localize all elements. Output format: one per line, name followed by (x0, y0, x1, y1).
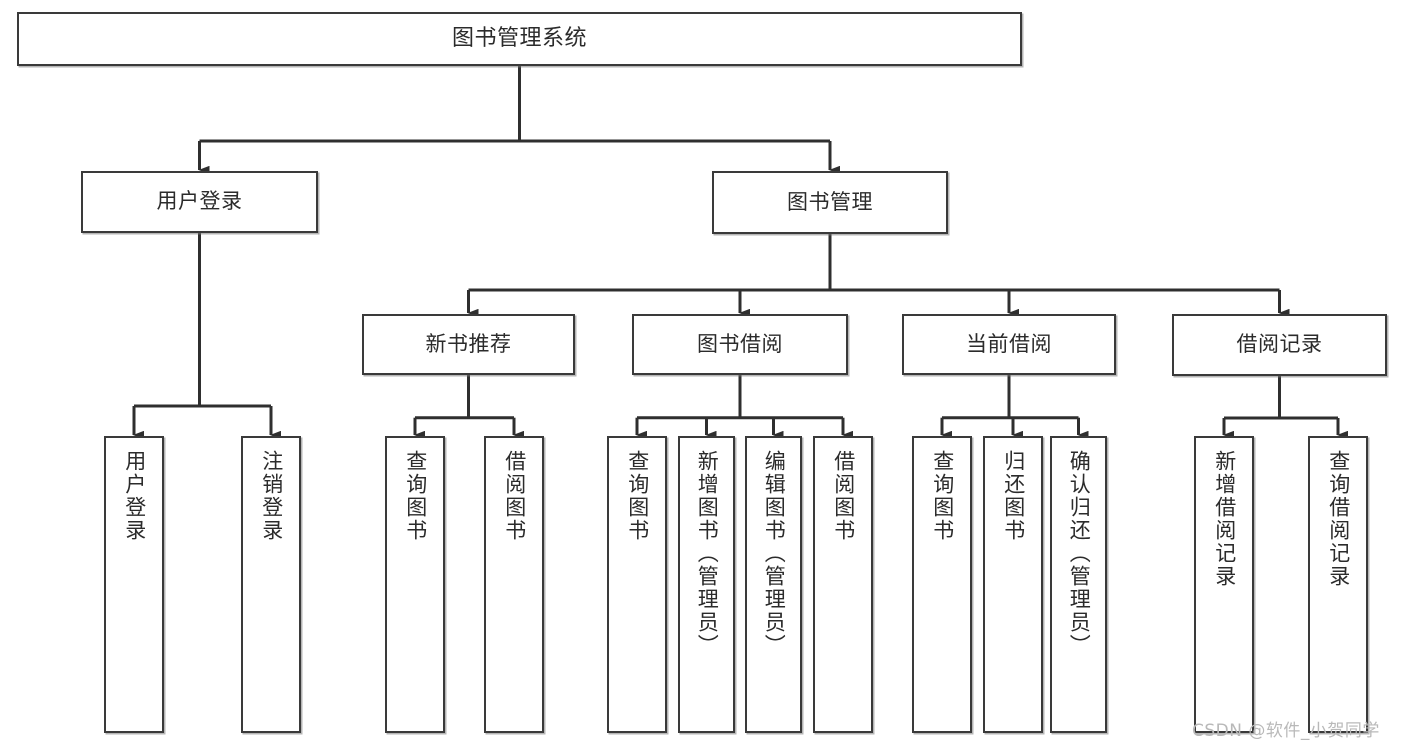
node-label: 查询图书 (625, 450, 650, 542)
node-current[interactable]: 当前借阅 (902, 314, 1116, 375)
connector-paths (132, 66, 1348, 440)
node-label: 借阅图书 (831, 450, 856, 542)
node-label: 借阅记录 (1236, 332, 1323, 357)
node-label: 借阅图书 (502, 450, 527, 542)
node-leaf2[interactable]: 注销登录 (241, 436, 301, 733)
node-leaf7[interactable]: 编辑图书（管理员） (745, 436, 802, 733)
node-leaf13[interactable]: 查询借阅记录 (1308, 436, 1368, 733)
node-label: 归还图书 (1001, 450, 1026, 542)
node-leaf3[interactable]: 查询图书 (385, 436, 445, 733)
node-leaf1[interactable]: 用户登录 (104, 436, 164, 733)
node-leaf8[interactable]: 借阅图书 (813, 436, 873, 733)
csdn-watermark: CSDN @软件_小贺同学 (1192, 721, 1380, 741)
node-label: 注销登录 (259, 450, 284, 542)
node-label: 新增图书（管理员） (695, 450, 720, 657)
node-label: 编辑图书（管理员） (762, 450, 787, 657)
node-bookmgmt[interactable]: 图书管理 (712, 171, 948, 234)
node-label: 查询图书 (403, 450, 428, 542)
node-root[interactable]: 图书管理系统 (17, 12, 1022, 66)
node-label: 确认归还（管理员） (1067, 450, 1092, 657)
node-borrow[interactable]: 图书借阅 (632, 314, 848, 375)
node-records[interactable]: 借阅记录 (1172, 314, 1387, 376)
node-label: 图书借阅 (697, 331, 783, 356)
node-label: 图书管理 (787, 189, 873, 214)
node-label: 查询借阅记录 (1326, 450, 1351, 588)
node-label: 当前借阅 (966, 331, 1052, 356)
node-label: 用户登录 (122, 450, 147, 542)
node-newbook[interactable]: 新书推荐 (362, 314, 575, 375)
node-login[interactable]: 用户登录 (81, 171, 318, 233)
node-label: 新增借阅记录 (1212, 450, 1237, 588)
node-leaf11[interactable]: 确认归还（管理员） (1050, 436, 1107, 733)
node-leaf12[interactable]: 新增借阅记录 (1194, 436, 1254, 733)
node-leaf4[interactable]: 借阅图书 (484, 436, 544, 733)
node-leaf10[interactable]: 归还图书 (983, 436, 1043, 733)
node-leaf9[interactable]: 查询图书 (912, 436, 972, 733)
node-label: 新书推荐 (425, 331, 512, 356)
node-leaf6[interactable]: 新增图书（管理员） (678, 436, 735, 733)
node-label: 图书管理系统 (451, 25, 587, 51)
node-label: 查询图书 (930, 450, 955, 542)
node-label: 用户登录 (156, 189, 243, 214)
node-leaf5[interactable]: 查询图书 (607, 436, 667, 733)
